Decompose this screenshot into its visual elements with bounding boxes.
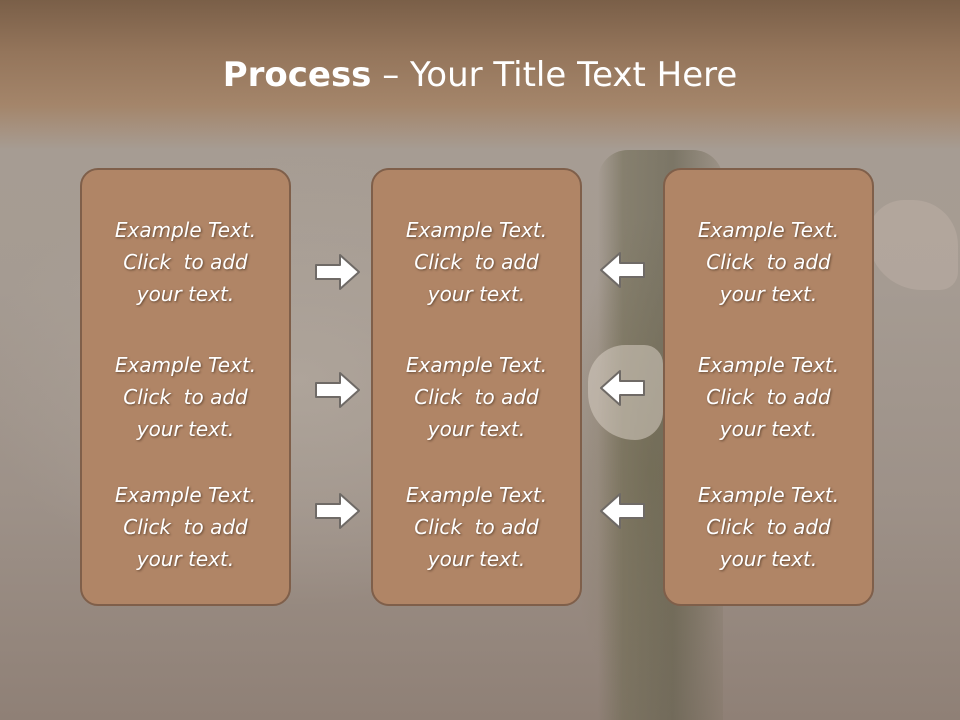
arrow-left-icon [600, 493, 645, 529]
text-line: your text. [136, 417, 235, 441]
title-rest: – Your Title Text Here [371, 55, 738, 95]
text-line: Example Text. [114, 483, 257, 507]
arrow-right-icon [315, 372, 360, 408]
text-item[interactable]: Example Text. Click to add your text. [665, 349, 872, 445]
text-item[interactable]: Example Text. Click to add your text. [373, 349, 580, 445]
text-line: Example Text. [114, 218, 257, 242]
title-bold: Process [222, 55, 372, 95]
text-line: your text. [427, 417, 526, 441]
text-item[interactable]: Example Text. Click to add your text. [373, 479, 580, 575]
text-line: Click to add [706, 250, 831, 274]
text-line: Example Text. [697, 218, 840, 242]
text-line: Example Text. [405, 218, 548, 242]
text-line: Click to add [414, 515, 539, 539]
title-banner [0, 0, 960, 150]
text-line: Click to add [123, 515, 248, 539]
text-box-center[interactable]: Example Text. Click to add your text. Ex… [371, 168, 582, 606]
text-line: Example Text. [405, 353, 548, 377]
text-line: Click to add [123, 385, 248, 409]
text-line: Click to add [706, 515, 831, 539]
slide-title[interactable]: Process – Your Title Text Here [0, 52, 960, 98]
text-line: your text. [136, 547, 235, 571]
text-line: your text. [136, 282, 235, 306]
text-line: Click to add [414, 385, 539, 409]
text-item[interactable]: Example Text. Click to add your text. [82, 349, 289, 445]
arrow-right-icon [315, 493, 360, 529]
text-line: Example Text. [405, 483, 548, 507]
text-item[interactable]: Example Text. Click to add your text. [373, 214, 580, 310]
text-line: your text. [427, 282, 526, 306]
arrow-left-icon [600, 252, 645, 288]
arrow-right-icon [315, 254, 360, 290]
text-line: Click to add [706, 385, 831, 409]
text-box-right[interactable]: Example Text. Click to add your text. Ex… [663, 168, 874, 606]
text-line: your text. [719, 282, 818, 306]
text-line: Example Text. [114, 353, 257, 377]
text-box-left[interactable]: Example Text. Click to add your text. Ex… [80, 168, 291, 606]
text-item[interactable]: Example Text. Click to add your text. [82, 479, 289, 575]
text-line: your text. [719, 417, 818, 441]
text-line: your text. [427, 547, 526, 571]
text-line: Click to add [123, 250, 248, 274]
text-line: your text. [719, 547, 818, 571]
text-item[interactable]: Example Text. Click to add your text. [665, 479, 872, 575]
text-line: Click to add [414, 250, 539, 274]
text-line: Example Text. [697, 353, 840, 377]
text-line: Example Text. [697, 483, 840, 507]
text-item[interactable]: Example Text. Click to add your text. [665, 214, 872, 310]
arrow-left-icon [600, 370, 645, 406]
text-item[interactable]: Example Text. Click to add your text. [82, 214, 289, 310]
